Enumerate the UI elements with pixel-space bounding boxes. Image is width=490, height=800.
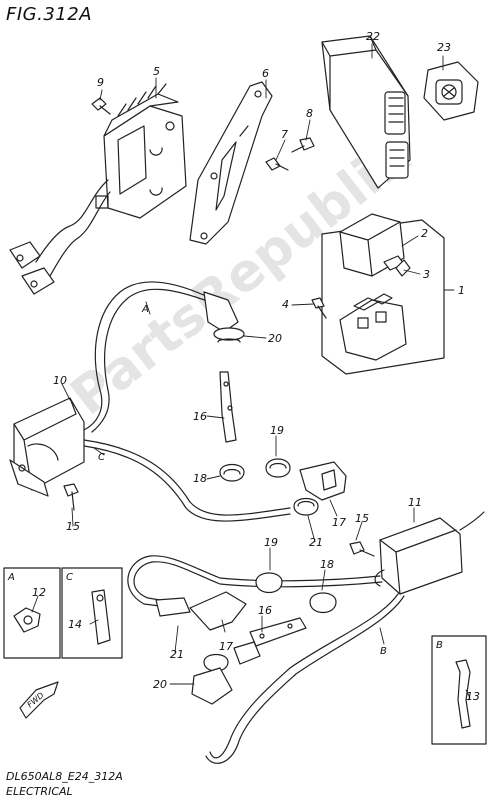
diagram-code: DL650AL8_E24_312A: [6, 770, 123, 783]
callout-11: 11: [408, 496, 422, 509]
callout-19-lower: 19: [264, 536, 278, 549]
regulator: [9, 83, 187, 295]
callout-19-upper: 19: [270, 424, 284, 437]
seal-18: [219, 463, 245, 482]
figure-title: FIG.312A: [6, 4, 93, 25]
callout-numbers: 22 23 9 5 6 8 7 2 3 1 4 20 10 16 19 18 1…: [32, 30, 480, 703]
callout-18-upper: 18: [193, 472, 207, 485]
callout-15-right: 15: [355, 512, 369, 525]
plug-cap-20-lower: [191, 641, 261, 705]
bolt-15-right: [349, 541, 375, 557]
ignition-coil-11: [374, 511, 485, 595]
callout-23: 23: [437, 41, 451, 54]
callout-8: 8: [306, 107, 313, 120]
callout-6: 6: [262, 67, 269, 80]
callout-21-lower: 21: [170, 648, 184, 661]
plug-wire-upper: [83, 281, 245, 433]
bolt-9: [91, 97, 111, 115]
plug-tube-16-lower: [249, 617, 307, 647]
callout-1: 1: [458, 284, 465, 297]
callout-21-upper: 21: [309, 536, 323, 549]
callout-5: 5: [153, 65, 160, 78]
callout-4: 4: [282, 298, 289, 311]
callout-20-upper: 20: [268, 332, 282, 345]
connector-23: [423, 61, 479, 121]
callout-15-left: 15: [66, 520, 80, 533]
fuse-box-group: [321, 213, 445, 375]
diagram-caption: ELECTRICAL: [6, 785, 73, 798]
inset-b: [431, 635, 487, 745]
leader-lines: [31, 43, 471, 699]
inset-c: [61, 567, 123, 659]
connection-letters: A C B A C B: [7, 304, 443, 657]
letter-b: B: [380, 646, 387, 657]
callout-16-lower: 16: [258, 604, 272, 617]
callout-12: 12: [32, 586, 46, 599]
ecm-unit: [321, 35, 411, 189]
inset-c-label: C: [66, 572, 73, 583]
callout-17-upper: 17: [332, 516, 346, 529]
ignition-coil-10: [9, 397, 291, 522]
inset-a: [3, 567, 61, 659]
fwd-arrow: [19, 681, 59, 719]
callout-18-lower: 18: [320, 558, 334, 571]
letter-a: A: [141, 304, 149, 315]
bolt-15-left: [63, 483, 79, 511]
callout-10: 10: [53, 374, 67, 387]
inset-b-label: B: [436, 640, 443, 651]
callout-9: 9: [97, 76, 104, 89]
boot-17: [299, 461, 347, 501]
callout-22: 22: [366, 30, 380, 43]
callout-7: 7: [281, 128, 288, 141]
seal-21: [293, 497, 319, 516]
callout-14: 14: [68, 618, 82, 631]
callout-17-lower: 17: [219, 640, 233, 653]
cap-19-lower: [255, 572, 283, 594]
bolt-8: [291, 137, 315, 153]
seal-18-lower: [309, 592, 337, 614]
letter-c: C: [98, 452, 105, 463]
bracket-6: [189, 81, 273, 245]
callout-2: 2: [421, 227, 428, 240]
plug-tube-16: [219, 371, 237, 443]
plug-wire-lower: [127, 555, 405, 764]
callout-13: 13: [466, 690, 480, 703]
screw-4: [311, 297, 327, 319]
callout-3: 3: [423, 268, 430, 281]
callout-20-lower: 20: [153, 678, 167, 691]
bolt-7: [265, 157, 289, 171]
inset-a-label: A: [7, 572, 15, 583]
callout-16-upper: 16: [193, 410, 207, 423]
cap-19: [265, 458, 291, 478]
